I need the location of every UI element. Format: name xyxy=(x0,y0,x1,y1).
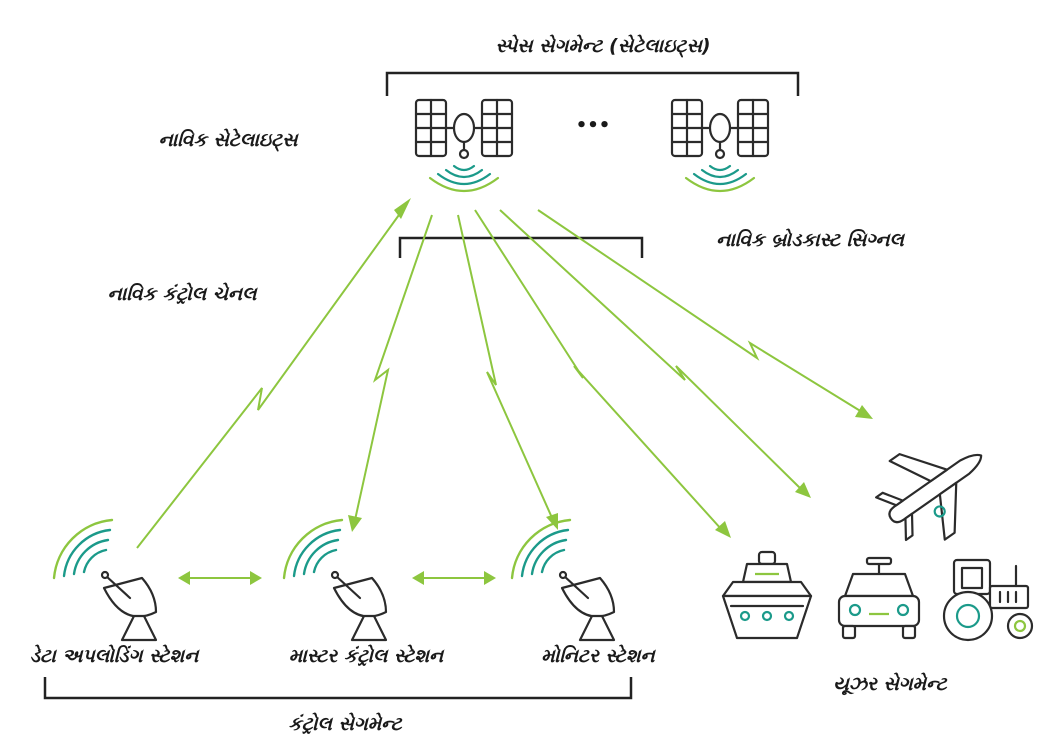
double-arrow xyxy=(178,571,262,585)
signal-to-monitor-station xyxy=(457,214,558,530)
monitor-station-label: મોનિટર સ્ટેશન xyxy=(541,644,656,667)
broadcast-bracket xyxy=(398,236,644,258)
navic-satellites-label: નાવિક સેટેલાઇટ્સ xyxy=(158,128,299,153)
control-segment-bracket xyxy=(43,677,633,700)
ellipsis: ••• xyxy=(576,115,611,136)
ship-icon xyxy=(721,550,813,640)
signal-to-airplane xyxy=(537,209,873,419)
master-control-station-label: માસ્ટર કંટ્રોલ સ્ટેશન xyxy=(289,644,445,667)
tractor-icon xyxy=(942,558,1034,642)
user-segment-label: યૂઝર સેગમેન્ટ xyxy=(833,672,947,696)
space-segment-label: સ્પેસ સેગમેન્ટ (સેટેલાઇટ્સ) xyxy=(495,34,710,59)
satellite-icon xyxy=(414,98,514,193)
dish-antenna-icon xyxy=(510,518,616,642)
navic-control-channel-label: નાવિક કંટ્રોલ ચેનલ xyxy=(108,282,259,305)
dish-antenna-icon xyxy=(52,518,158,642)
car-icon xyxy=(837,556,921,640)
double-arrow xyxy=(412,571,496,585)
space-segment-bracket xyxy=(385,71,800,96)
signal-to-car xyxy=(499,209,811,498)
navic-broadcast-signal-label: નાવિક બ્રોડકાસ્ટ સિગ્નલ xyxy=(716,228,905,251)
airplane-icon xyxy=(875,453,983,542)
signal-to-ship xyxy=(474,209,731,538)
satellite-icon xyxy=(670,98,770,193)
dish-antenna-icon xyxy=(282,518,388,642)
data-uplinking-station-label: ડેટા અપલોડિંગ સ્ટેશન xyxy=(30,644,201,667)
signal-to-master-station xyxy=(348,214,433,532)
control-segment-label: કંટ્રોલ સેગમેન્ટ xyxy=(288,712,402,735)
uplink-signal xyxy=(136,198,411,549)
